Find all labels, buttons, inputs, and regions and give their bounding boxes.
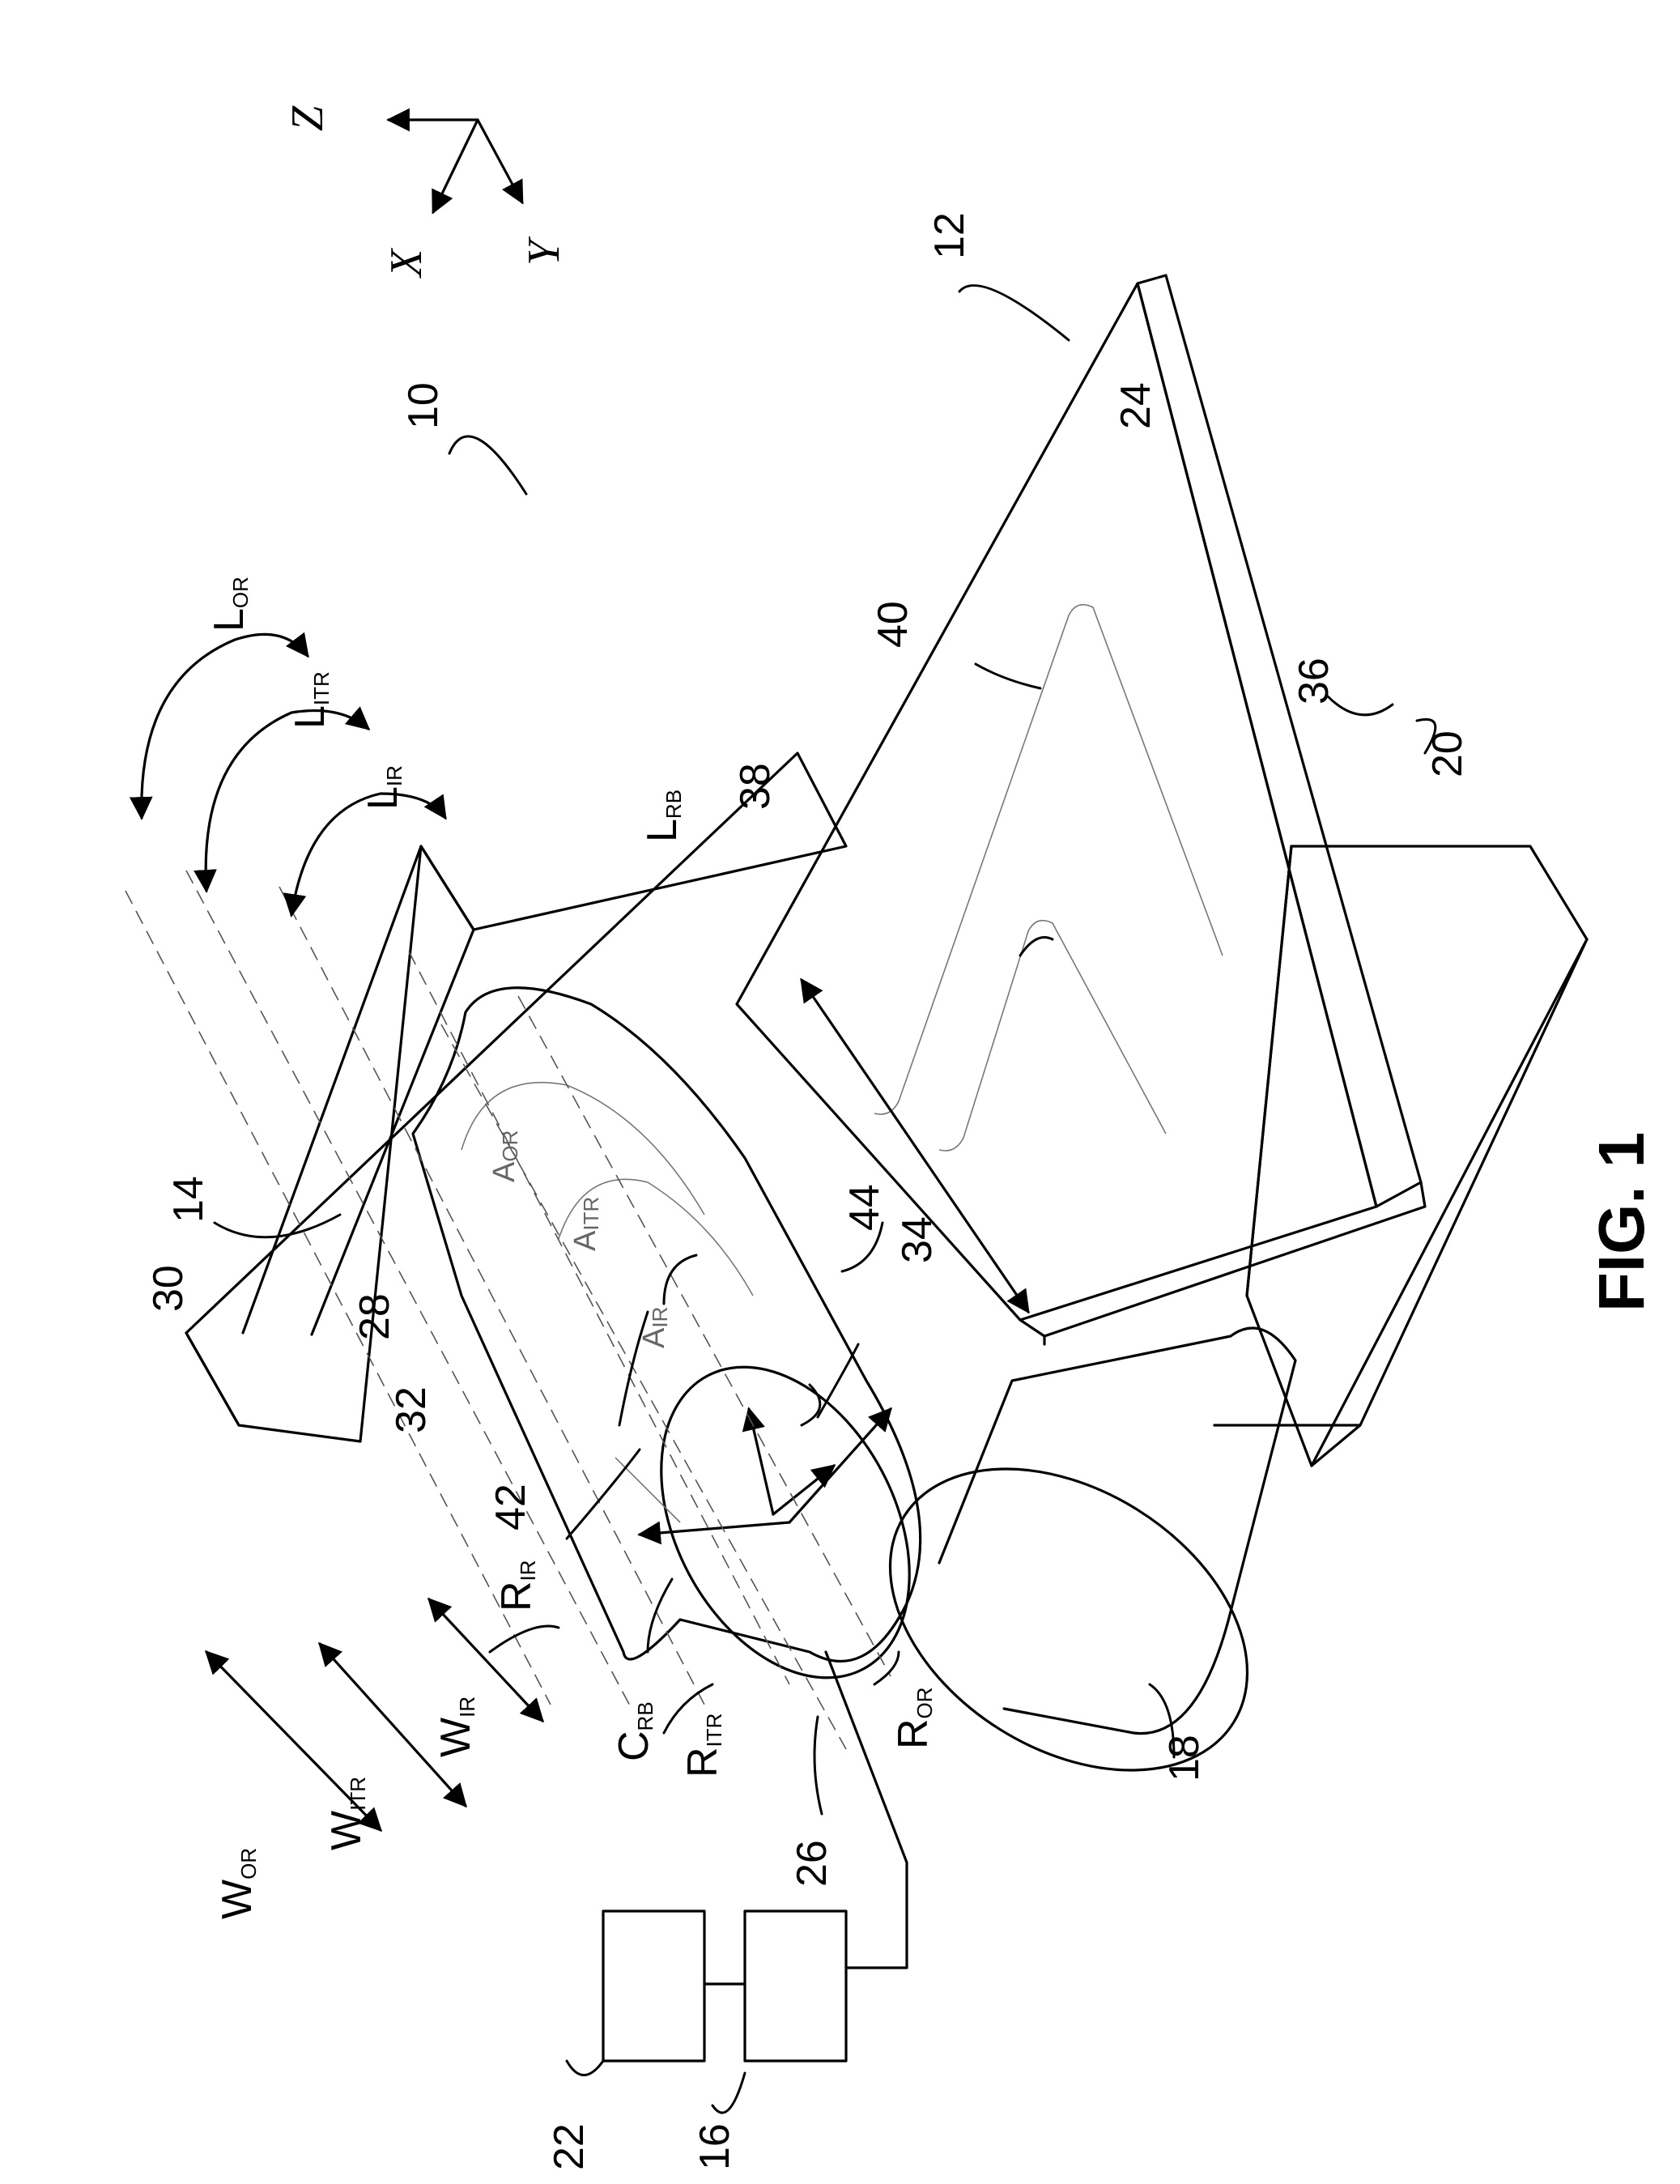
label-w-itr: WITR bbox=[323, 1777, 370, 1850]
numeral-32: 32 bbox=[388, 1386, 435, 1433]
x-axis-label: X bbox=[381, 247, 432, 279]
label-w-or: WOR bbox=[214, 1848, 261, 1919]
width-arrows bbox=[206, 1599, 542, 1830]
support-roller bbox=[836, 1328, 1303, 1833]
label-a-itr: AITR bbox=[568, 1197, 603, 1251]
label-l-itr: LITR bbox=[287, 671, 334, 729]
numeral-12: 12 bbox=[926, 212, 973, 259]
label-c-rb: CRB bbox=[610, 1701, 657, 1761]
dimension-labels: LOR LITR LIR LRB AOR AITR AIR WOR WITR W… bbox=[206, 577, 937, 1919]
numeral-14: 14 bbox=[165, 1176, 212, 1223]
label-l-rb: LRB bbox=[639, 790, 686, 842]
label-l-ir: LIR bbox=[359, 765, 406, 810]
x-axis-arrow bbox=[433, 120, 478, 212]
numeral-26: 26 bbox=[789, 1840, 836, 1887]
numeral-40: 40 bbox=[870, 601, 917, 648]
numeral-34: 34 bbox=[894, 1216, 941, 1263]
numeral-16: 16 bbox=[691, 2123, 738, 2170]
axis-triad: Z X Y bbox=[283, 105, 569, 279]
label-r-ir: RIR bbox=[493, 1560, 540, 1611]
projection-lines bbox=[125, 871, 891, 1749]
label-l-or: LOR bbox=[206, 577, 253, 632]
numeral-42: 42 bbox=[487, 1484, 534, 1531]
leader-lines bbox=[215, 286, 1435, 2114]
numeral-18: 18 bbox=[1161, 1735, 1208, 1782]
numeral-22: 22 bbox=[546, 2123, 593, 2170]
base-block bbox=[186, 753, 1587, 1466]
figure-caption: FIG. 1 bbox=[1585, 1132, 1657, 1312]
numeral-30: 30 bbox=[145, 1265, 192, 1312]
power-box bbox=[603, 1911, 704, 2061]
numeral-20: 20 bbox=[1424, 730, 1471, 777]
z-axis-label: Z bbox=[283, 105, 333, 131]
label-r-itr: RITR bbox=[679, 1714, 726, 1777]
numeral-10: 10 bbox=[400, 382, 447, 429]
y-axis-label: Y bbox=[519, 236, 569, 266]
controller-box bbox=[745, 1911, 846, 2061]
numeral-28: 28 bbox=[351, 1293, 398, 1340]
label-a-or: AOR bbox=[487, 1130, 522, 1182]
label-r-or: ROR bbox=[890, 1687, 937, 1749]
label-w-ir: WIR bbox=[432, 1697, 479, 1757]
numeral-38: 38 bbox=[732, 763, 779, 810]
support-roller-end-face bbox=[836, 1407, 1303, 1833]
reference-numerals: 10 12 14 16 18 20 22 24 26 28 30 32 34 3… bbox=[145, 212, 1471, 2170]
numeral-36: 36 bbox=[1291, 658, 1338, 705]
y-axis-arrow bbox=[478, 120, 522, 202]
numeral-24: 24 bbox=[1112, 382, 1159, 429]
numeral-44: 44 bbox=[841, 1184, 888, 1231]
workpiece-sheet bbox=[737, 275, 1425, 1344]
